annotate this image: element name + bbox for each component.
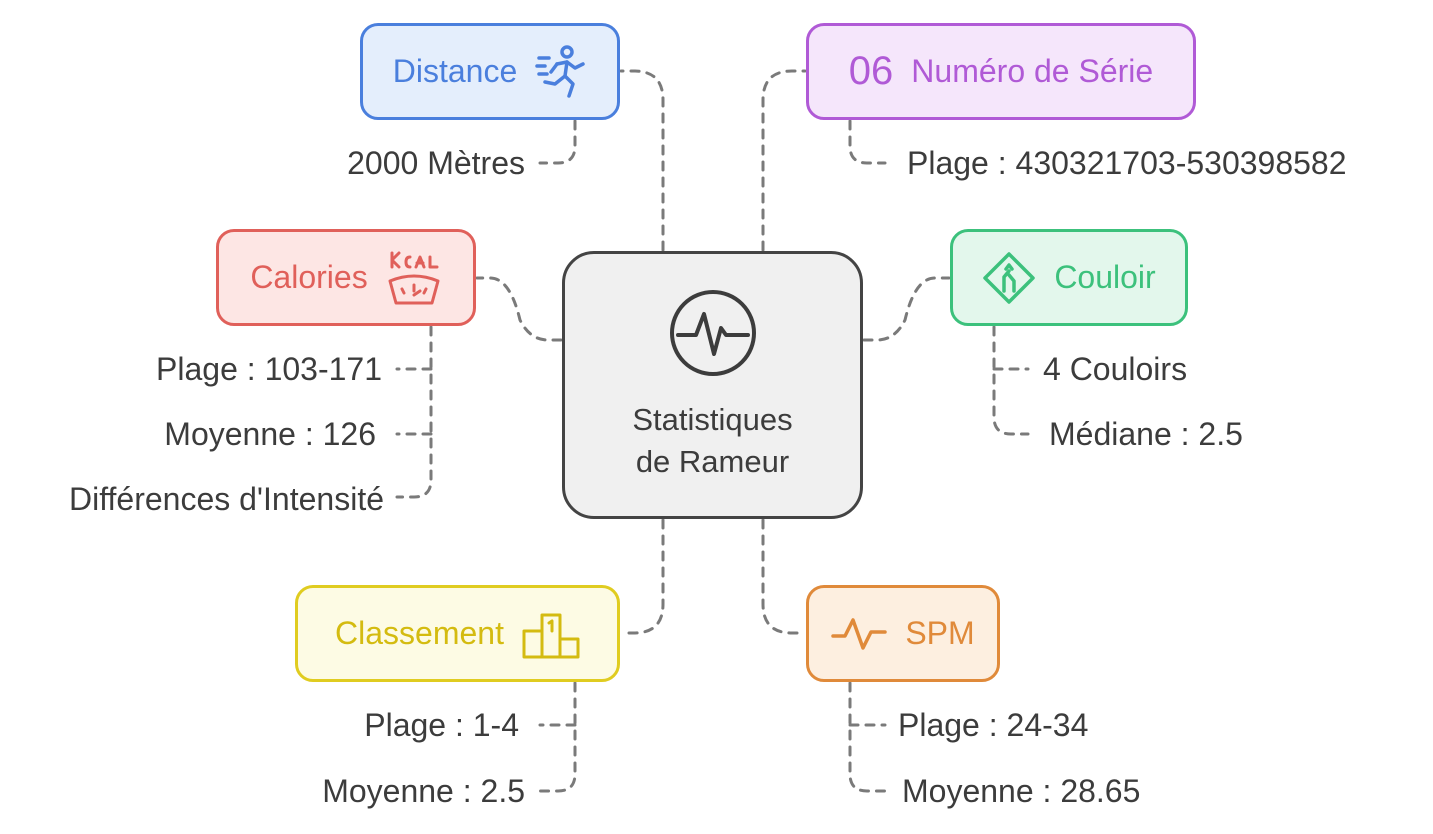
connector-leaf-classement (538, 681, 577, 793)
connector-leaf-couloir (992, 325, 1030, 436)
connector-couloir (862, 276, 951, 342)
center-title-line2: de Rameur (635, 443, 790, 479)
leaf-calories-1: Plage : 103-171 (156, 351, 382, 387)
connector-distance (619, 69, 665, 252)
lane-merge-icon (982, 251, 1036, 305)
connector-serie (761, 69, 807, 252)
leaf-calories-2: Moyenne : 126 (164, 416, 376, 452)
heartbeat-icon (831, 616, 888, 652)
leaf-spm-1: Plage : 24-34 (898, 707, 1089, 743)
pulse-icon (668, 288, 758, 383)
serie-number: 06 (848, 49, 894, 93)
node-distance: Distance (360, 23, 620, 120)
node-calories-label: Calories (250, 259, 368, 295)
leaf-couloir-2: Médiane : 2.5 (1049, 416, 1243, 452)
runner-icon (535, 44, 587, 100)
node-serie: 06 Numéro de Série (806, 23, 1196, 120)
center-title: Statistiques de Rameur (632, 399, 792, 483)
node-distance-label: Distance (392, 53, 518, 89)
leaf-classement-2: Moyenne : 2.5 (322, 773, 525, 809)
leaf-classement-1: Plage : 1-4 (364, 707, 519, 743)
node-couloir-label: Couloir (1054, 259, 1156, 295)
kcal-scale-icon (386, 249, 442, 307)
center-node: Statistiques de Rameur (562, 251, 863, 519)
node-classement-label: Classement (335, 615, 504, 651)
leaf-calories-3: Différences d'Intensité (68, 481, 384, 517)
node-couloir: Couloir (950, 229, 1188, 326)
connector-spm (761, 518, 807, 635)
connector-leaf-distance (538, 119, 577, 165)
node-spm-label: SPM (905, 615, 975, 651)
connector-leaf-calories (395, 325, 433, 499)
node-calories: Calories (216, 229, 476, 326)
leaf-spm-2: Moyenne : 28.65 (902, 773, 1141, 809)
node-classement: Classement (295, 585, 620, 682)
connector-leaf-serie (848, 119, 887, 165)
connector-classement (619, 518, 665, 635)
leaf-distance-1: 2000 Mètres (347, 145, 525, 181)
connector-leaf-spm (848, 681, 887, 793)
center-title-line1: Statistiques (632, 401, 793, 437)
node-serie-label: Numéro de Série (911, 53, 1154, 89)
podium-icon (522, 609, 580, 659)
leaf-couloir-1: 4 Couloirs (1043, 351, 1188, 387)
connector-calories (475, 276, 563, 342)
leaf-serie-1: Plage : 430321703-530398582 (907, 145, 1347, 181)
node-spm: SPM (806, 585, 1000, 682)
